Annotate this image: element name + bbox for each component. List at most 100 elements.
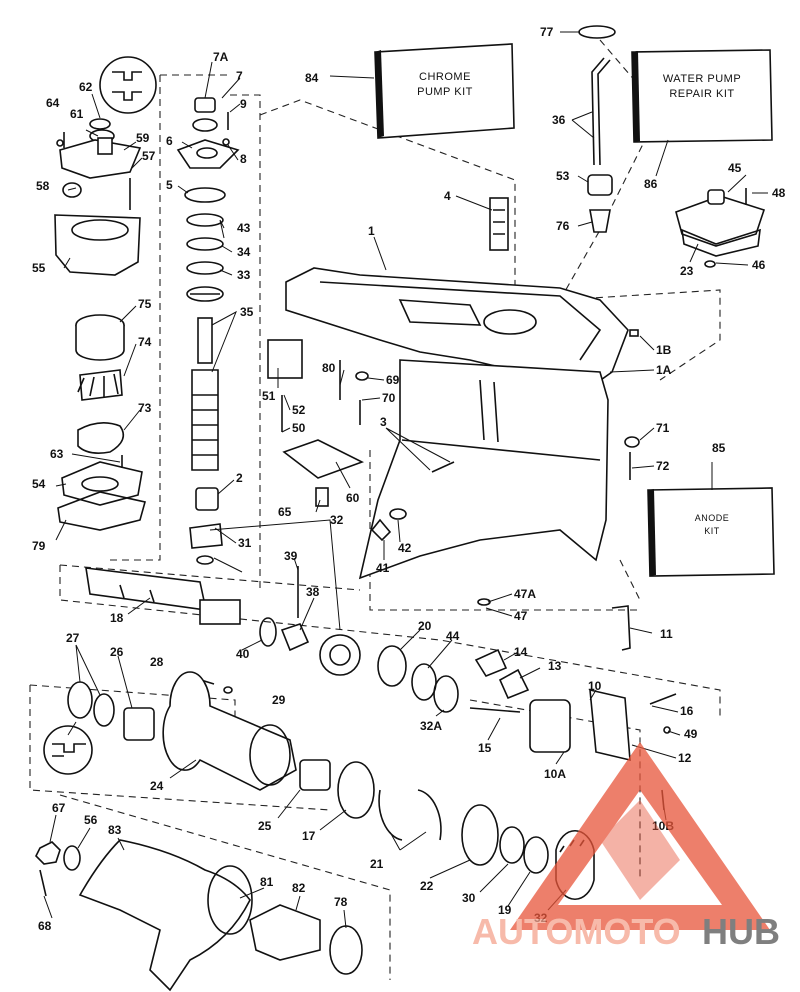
label-47: 47 [514,609,528,623]
label-82: 82 [292,881,306,895]
label-27: 27 [66,631,80,645]
label-43: 43 [237,221,251,235]
propshaft-gear-row [85,566,677,811]
anode-kit-box: ANODE KIT [647,487,775,577]
label-69: 69 [386,373,400,387]
label-22: 22 [420,879,434,893]
label-60: 60 [346,491,360,505]
label-35: 35 [240,305,254,319]
label-45: 45 [728,161,742,175]
label-74: 74 [138,335,152,349]
label-56: 56 [84,813,98,827]
watermark-suffix: HUB [702,911,780,952]
anode-kit-line2: KIT [704,526,720,536]
label-21: 21 [370,857,384,871]
logo-triangle-icon [510,742,770,930]
label-42: 42 [398,541,412,555]
gearcase-housing [267,197,640,606]
label-59: 59 [136,131,150,145]
label-58: 58 [36,179,50,193]
label-26: 26 [110,645,124,659]
driveshaft-stack [176,97,240,565]
label-25: 25 [258,819,272,833]
label-75: 75 [138,297,152,311]
label-1B: 1B [656,343,672,357]
label-65: 65 [278,505,292,519]
label-33: 33 [237,268,251,282]
label-78: 78 [334,895,348,909]
water-tube-assembly [578,25,766,268]
label-67: 67 [52,801,66,815]
label-40: 40 [236,647,250,661]
label-10: 10 [588,679,602,693]
propeller-assembly [35,839,363,992]
label-19: 19 [498,903,512,917]
label-63: 63 [50,447,64,461]
label-3: 3 [380,415,387,429]
label-17: 17 [302,829,316,843]
label-31: 31 [238,536,252,550]
label-8: 8 [240,152,247,166]
label-51: 51 [262,389,276,403]
label-72: 72 [656,459,670,473]
label-39: 39 [284,549,298,563]
label-41: 41 [376,561,390,575]
automotohub-logo: AUTOMOTO HUB [472,742,780,952]
label-32A: 32A [420,719,442,733]
label-54: 54 [32,477,46,491]
assembly-boundaries [29,39,721,980]
label-4: 4 [444,189,451,203]
label-70: 70 [382,391,396,405]
label-61: 61 [70,107,84,121]
label-1: 1 [368,224,375,238]
water-pump-assembly [54,56,157,531]
label-16: 16 [680,704,694,718]
label-85: 85 [712,441,726,455]
label-15: 15 [478,741,492,755]
label-24: 24 [150,779,164,793]
label-1A: 1A [656,363,672,377]
label-14: 14 [514,645,528,659]
label-84: 84 [305,71,319,85]
label-12: 12 [678,751,692,765]
label-62: 62 [79,80,93,94]
label-49: 49 [684,727,698,741]
label-79: 79 [32,539,46,553]
label-7A: 7A [213,50,229,64]
label-5: 5 [166,178,173,192]
chrome-pump-kit-line2: PUMP KIT [417,86,473,98]
anode-kit-line1: ANODE [695,513,730,523]
label-80: 80 [322,361,336,375]
label-57: 57 [142,149,156,163]
label-13: 13 [548,659,562,673]
water-pump-kit-box: WATER PUMP REPAIR KIT [631,49,773,143]
label-47A: 47A [514,587,536,601]
label-68: 68 [38,919,52,933]
label-32-upper: 32 [330,513,344,527]
label-83: 83 [108,823,122,837]
label-50: 50 [292,421,306,435]
label-20: 20 [418,619,432,633]
label-10A: 10A [544,767,566,781]
label-9: 9 [240,97,247,111]
label-23: 23 [680,264,694,278]
label-2: 2 [236,471,243,485]
label-77: 77 [540,25,554,39]
label-44: 44 [446,629,460,643]
label-53: 53 [556,169,570,183]
label-36: 36 [552,113,566,127]
label-81: 81 [260,875,274,889]
water-pump-kit-line2: REPAIR KIT [669,88,734,100]
label-71: 71 [656,421,670,435]
chrome-pump-kit-line1: CHROME [419,71,471,83]
label-29: 29 [272,693,286,707]
label-11: 11 [660,627,673,641]
chrome-pump-kit-box: CHROME PUMP KIT [374,43,515,139]
water-pump-kit-line1: WATER PUMP [663,73,741,85]
label-48: 48 [772,186,786,200]
label-7: 7 [236,69,243,83]
part-number-labels: 7A 7 9 8 6 5 62 64 61 59 57 58 55 43 34 … [32,25,786,933]
label-73: 73 [138,401,152,415]
label-30: 30 [462,891,476,905]
